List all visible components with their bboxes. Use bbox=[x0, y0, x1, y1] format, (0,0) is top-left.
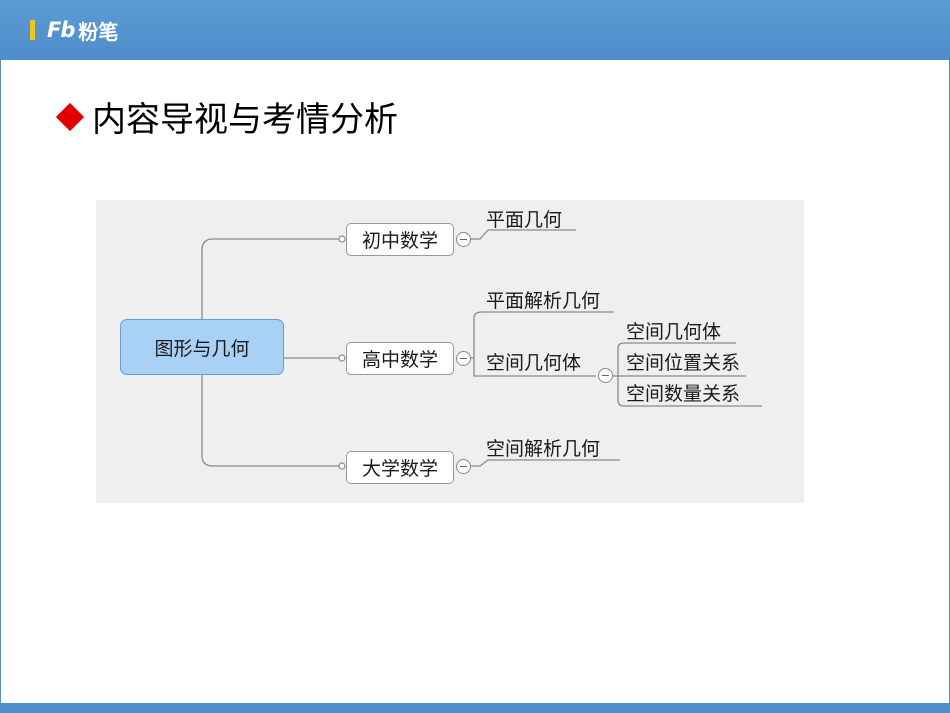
brand-logo: Fb 粉笔 bbox=[30, 16, 118, 44]
connector-branch-3-child bbox=[470, 459, 620, 467]
footer-bar bbox=[0, 703, 950, 713]
slide-title: 内容导视与考情分析 bbox=[52, 92, 398, 141]
connector-branch-1-child bbox=[470, 229, 576, 240]
subbranch-node[interactable]: 空间几何体 bbox=[486, 352, 582, 374]
connector-root-branch-1 bbox=[201, 238, 342, 319]
leaf-node[interactable]: 平面几何 bbox=[486, 209, 563, 231]
branch-node-3[interactable]: 大学数学 bbox=[346, 451, 454, 484]
slide-title-text: 内容导视与考情分析 bbox=[92, 100, 398, 140]
connector-dot bbox=[338, 462, 346, 470]
header-bar: Fb 粉笔 bbox=[0, 0, 950, 60]
root-node[interactable]: 图形与几何 bbox=[120, 319, 284, 375]
collapse-icon[interactable]: − bbox=[598, 368, 613, 383]
leaf-node[interactable]: 空间解析几何 bbox=[486, 438, 601, 460]
connector-root-branch-3 bbox=[201, 373, 342, 467]
logo-accent-bar bbox=[30, 20, 35, 40]
mind-map: 图形与几何 初中数学 − 高中数学 − 大学数学 − 平面几何 平面解析几何 空… bbox=[96, 200, 804, 503]
connector-dot bbox=[338, 354, 346, 362]
collapse-icon[interactable]: − bbox=[456, 351, 471, 366]
red-diamond-icon bbox=[55, 102, 85, 131]
leaf-node[interactable]: 空间位置关系 bbox=[626, 352, 741, 374]
connector-dot bbox=[338, 235, 346, 243]
leaf-node[interactable]: 空间数量关系 bbox=[626, 383, 741, 405]
branch-node-2[interactable]: 高中数学 bbox=[346, 342, 454, 375]
collapse-icon[interactable]: − bbox=[456, 459, 471, 474]
branch-node-1[interactable]: 初中数学 bbox=[346, 223, 454, 256]
leaf-node[interactable]: 平面解析几何 bbox=[486, 290, 601, 312]
logo-mark: Fb bbox=[47, 18, 75, 42]
collapse-icon[interactable]: − bbox=[456, 232, 471, 247]
logo-name: 粉笔 bbox=[78, 19, 119, 44]
connector-subbranch bbox=[612, 342, 762, 407]
connector-branch-2-children bbox=[470, 311, 614, 377]
leaf-node[interactable]: 空间几何体 bbox=[626, 321, 722, 343]
mind-map-connectors bbox=[201, 229, 762, 470]
